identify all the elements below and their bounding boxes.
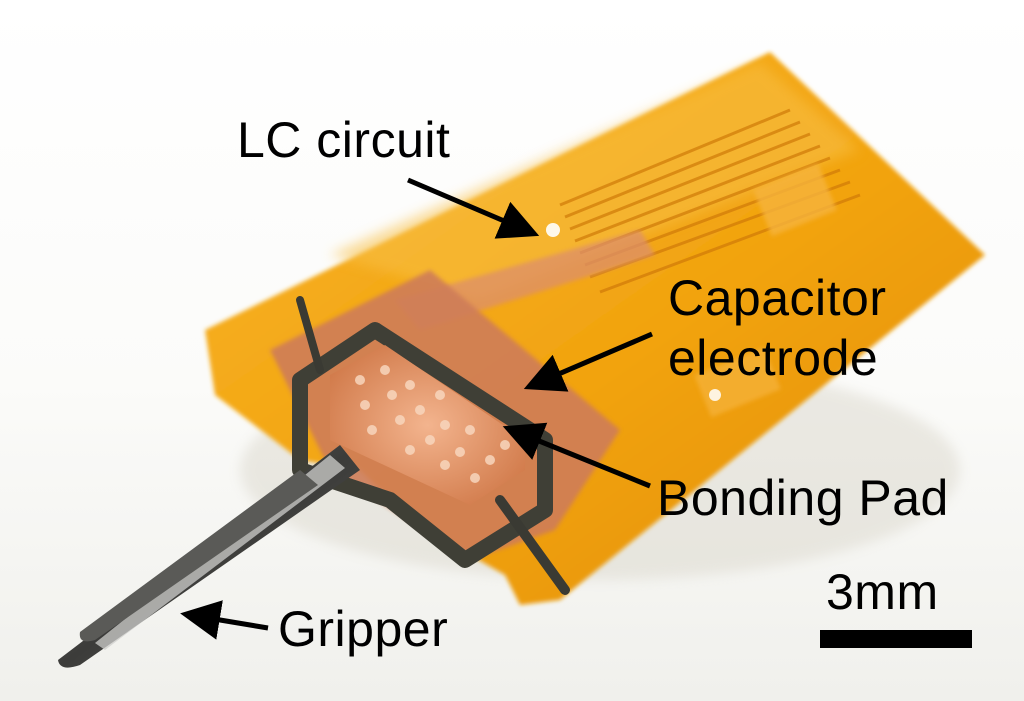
gripper-arm	[79, 470, 318, 642]
capacitor-electrode-label: Capacitor electrode	[668, 268, 887, 388]
via-hole	[546, 223, 560, 237]
capacitor-label-line2: electrode	[668, 330, 879, 386]
bonding-pad-dots	[355, 365, 510, 483]
via-hole	[709, 389, 721, 401]
bonding-pad	[330, 345, 525, 505]
coil-terminal	[753, 163, 837, 237]
bonding-pad-label: Bonding Pad	[657, 470, 949, 526]
gripper-label: Gripper	[278, 601, 449, 657]
lc-circuit-label: LC circuit	[237, 112, 451, 168]
frame-leg	[296, 296, 324, 374]
scale-bar-label: 3mm	[826, 564, 939, 620]
substrate-highlight	[330, 62, 860, 300]
capacitor-label-line1: Capacitor	[668, 270, 887, 326]
scale-bar	[820, 630, 972, 648]
frame-leg	[495, 495, 570, 595]
